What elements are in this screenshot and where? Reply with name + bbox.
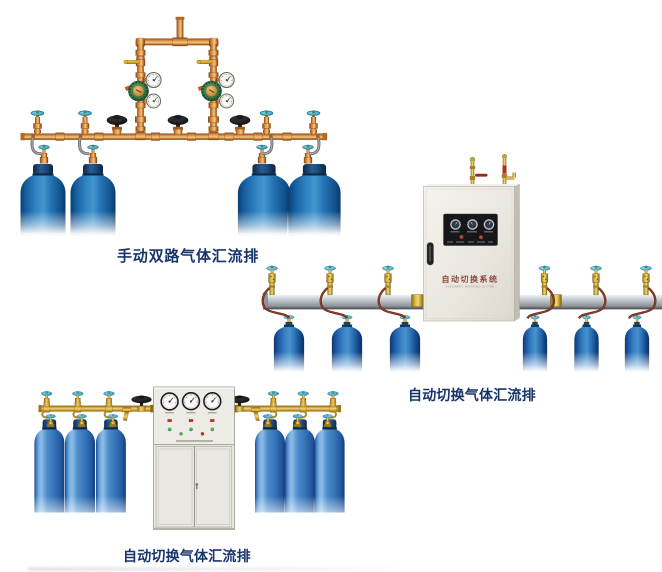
panel-labels — [447, 231, 493, 243]
black-handwheel-valve — [106, 114, 128, 135]
station-valve — [297, 390, 310, 407]
pressure-gauge — [160, 392, 179, 411]
indicator-lights — [167, 419, 215, 436]
station-valve — [30, 110, 45, 135]
pressure-gauge — [203, 392, 222, 411]
station-valve — [71, 390, 84, 407]
station-valve — [267, 390, 280, 407]
control-cabinet: 自动切换系统 AUTOMATIC MANIFOLD SYSTEM — [423, 183, 520, 322]
caption-auto-switch-wall: 自动切换气体汇流排 — [408, 388, 536, 404]
regulator-riser-right — [197, 44, 234, 135]
regulator-riser-left — [124, 44, 161, 135]
upper-collector-pipe — [135, 16, 219, 48]
gas-cylinder — [69, 164, 117, 238]
station-valve — [327, 390, 339, 407]
gas-cylinder — [33, 419, 66, 526]
black-handwheel-valves — [106, 114, 251, 135]
station-valve — [103, 390, 115, 407]
gas-cylinder — [623, 314, 651, 374]
gas-cylinder — [521, 314, 549, 374]
panel-gauges — [450, 219, 495, 230]
gas-cylinder — [254, 419, 286, 526]
cropped-bottom-row-remnant — [28, 566, 413, 571]
station-valve — [78, 110, 92, 135]
indicator-light — [459, 234, 464, 239]
indicator-light — [479, 235, 484, 240]
product-photo-auto-switch-floor — [10, 382, 345, 534]
pressure-gauge — [181, 392, 201, 411]
main-header-pipe — [20, 131, 328, 141]
cabinet-gauges — [160, 392, 222, 411]
gas-cylinder — [272, 314, 306, 374]
purge-fittings — [122, 407, 261, 422]
station-valve — [259, 110, 274, 135]
door-handle — [195, 483, 199, 486]
control-cabinet — [153, 386, 235, 530]
cabinet-label: 自动切换系统 — [442, 274, 499, 284]
gas-cylinder — [284, 419, 316, 526]
caption-auto-switch-floor: 自动切换气体汇流排 — [123, 549, 251, 565]
regulator-riser — [197, 44, 234, 135]
black-handwheel-valve — [229, 114, 251, 135]
product-photo-manual-dual-manifold — [0, 0, 345, 265]
gas-cylinder — [572, 314, 601, 374]
gas-cylinder — [94, 419, 127, 526]
cabinet-top-valves — [469, 154, 516, 186]
gas-cylinder — [388, 314, 422, 374]
regulator-riser — [124, 44, 161, 135]
product-photo-auto-switch-wall: 自动切换系统 AUTOMATIC MANIFOLD SYSTEM — [255, 145, 662, 385]
cabinet-name-plate — [176, 440, 213, 442]
station-valve — [306, 110, 321, 135]
caption-manual-dual-manifold: 手动双路气体汇流排 — [117, 247, 260, 265]
gas-cylinder — [19, 164, 67, 238]
cabinet-sublabel: AUTOMATIC MANIFOLD SYSTEM — [446, 285, 494, 289]
gas-cylinders — [272, 314, 651, 374]
cabinet-doors — [155, 446, 233, 528]
gas-cylinder — [64, 419, 96, 526]
gas-cylinder — [313, 419, 345, 526]
station-valve — [40, 390, 53, 407]
gauge-labels — [165, 412, 217, 414]
black-handwheel-valve — [167, 114, 189, 135]
gas-cylinder — [330, 314, 364, 374]
